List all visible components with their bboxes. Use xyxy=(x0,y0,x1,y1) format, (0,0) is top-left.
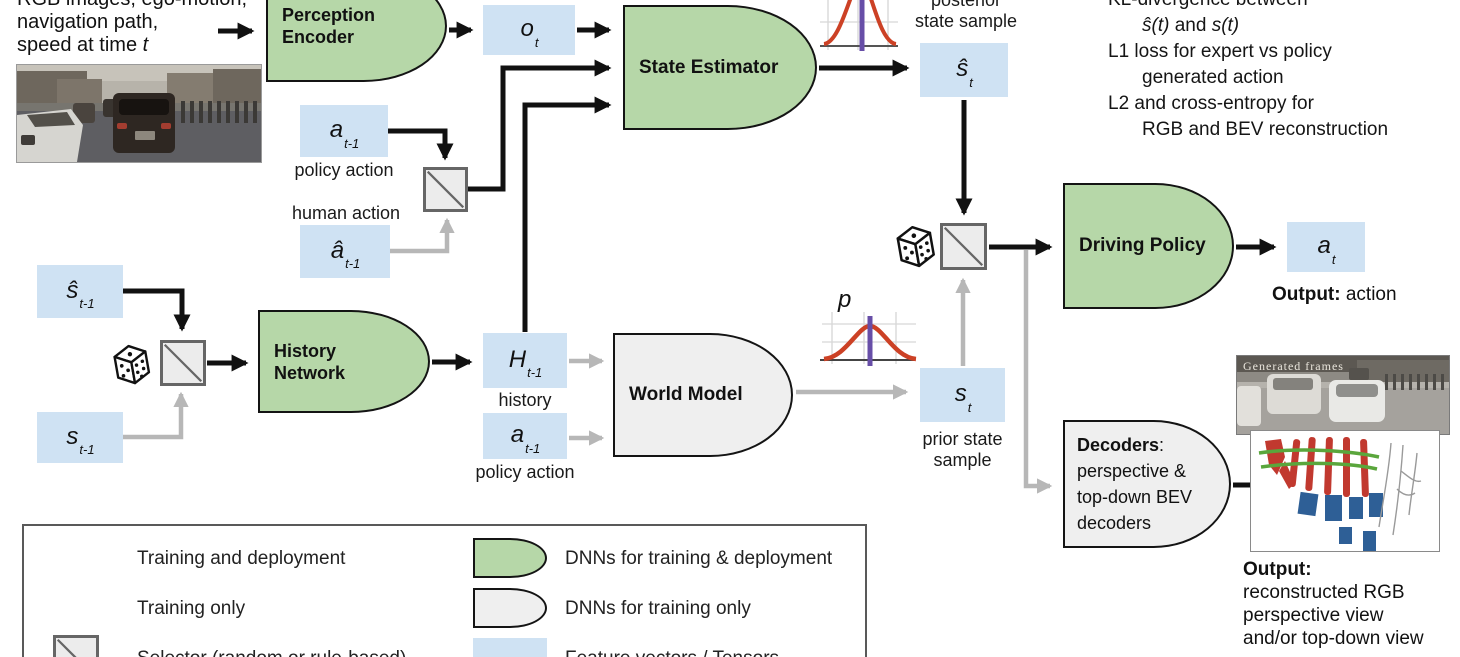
legend-label-tensor: Feature vectors / Tensors xyxy=(565,648,779,657)
input-description-line1: RGB images, ego-motion, xyxy=(17,0,247,11)
legend-label-dnn-both: DNNs for training & deployment xyxy=(565,548,833,569)
posterior-distribution-plot xyxy=(820,0,898,51)
output-action-label: Output: action xyxy=(1272,284,1397,305)
prior-distribution-symbol: p xyxy=(838,286,852,313)
caption-policy-action-bottom: policy action xyxy=(475,462,575,482)
legend-tensor-icon xyxy=(473,638,547,657)
world-model-label: World Model xyxy=(629,384,743,405)
loss-line-kl: KL-divergence between xyxy=(1108,0,1388,13)
driving-policy-label: Driving Policy xyxy=(1079,235,1206,256)
camera-input-scene xyxy=(17,65,261,162)
arrow-aprev-to-selector1 xyxy=(388,128,454,161)
selector-diagonal xyxy=(943,226,984,267)
output-reconstruction-label: Output: reconstructed RGB perspective vi… xyxy=(1243,559,1424,649)
bev-reconstruction-image xyxy=(1250,430,1440,552)
tensor-shatt: ŝt xyxy=(920,43,1008,97)
caption-human-action: human action xyxy=(291,203,401,223)
tensor-sprev: st-1 xyxy=(37,412,123,463)
decoders-label: Decoders: perspective & top-down BEV dec… xyxy=(1077,435,1193,533)
selector-action xyxy=(423,167,468,212)
loss-line-l2b: RGB and BEV reconstruction xyxy=(1142,119,1389,140)
selector-diagonal xyxy=(56,638,77,657)
state-estimator-label: State Estimator xyxy=(639,56,779,78)
generated-frames-image: Generated frames xyxy=(1236,355,1450,435)
camera-input-image xyxy=(16,64,262,163)
arrow-sprev-to-selector3 xyxy=(123,391,189,440)
legend-label-dnn-training: DNNs for training only xyxy=(565,598,751,619)
input-description-line3: speed at time t xyxy=(17,34,149,56)
loss-line-l1b: generated action xyxy=(1142,67,1284,88)
arrow-state-to-decoders xyxy=(1023,250,1053,494)
selector-history-state xyxy=(160,340,206,386)
caption-prior-state-sample: prior state sample xyxy=(922,429,1003,470)
generated-frames-scene xyxy=(1237,356,1449,434)
tensor-st: st xyxy=(920,368,1005,422)
input-description: RGB images, ego-motion, navigation path,… xyxy=(17,0,247,57)
prior-distribution-plot xyxy=(820,312,917,366)
perception-encoder-block: Perception Encoder xyxy=(266,0,447,82)
history-network-label: History Network xyxy=(274,340,346,383)
losses-text: KL-divergence between ŝ(t) and s(t) L1 l… xyxy=(1108,0,1388,143)
posterior-sample-label: posterior state sample xyxy=(914,0,1018,31)
tensor-shatprev: ŝt-1 xyxy=(37,265,123,318)
input-description-line2: navigation path, xyxy=(17,11,159,33)
tensor-ahatprev: ât-1 xyxy=(300,225,390,278)
arrow-hprev-to-state-estimator xyxy=(522,96,612,332)
loss-line-l2: L2 and cross-entropy for xyxy=(1108,93,1314,114)
perception-encoder-label: Perception Encoder xyxy=(282,5,376,47)
arrow-ahatprev-to-selector1 xyxy=(390,217,455,254)
bev-map xyxy=(1258,437,1422,551)
loss-line-l1: L1 loss for expert vs policy xyxy=(1108,41,1332,62)
arrow-selector1-to-state-estimator xyxy=(468,59,612,192)
selector-diagonal xyxy=(163,343,203,383)
state-estimator-block: State Estimator xyxy=(623,5,817,130)
legend-selector-icon xyxy=(53,635,99,657)
dice-icon-policy xyxy=(896,225,935,268)
decoders-block: Decoders: perspective & top-down BEV dec… xyxy=(1063,420,1231,548)
world-model-block: World Model xyxy=(613,333,793,457)
dice-icon-history xyxy=(113,344,151,385)
caption-history: history xyxy=(498,390,552,410)
legend-label-training-deployment: Training and deployment xyxy=(137,548,346,569)
arrow-shatprev-to-selector3 xyxy=(123,288,191,332)
generated-frames-label: Generated frames xyxy=(1243,359,1344,373)
tensor-aprev2: at-1 xyxy=(483,413,567,459)
history-network-block: History Network xyxy=(258,310,430,413)
legend-gray-dnn-icon xyxy=(473,588,547,628)
driving-policy-block: Driving Policy xyxy=(1063,183,1234,309)
selector-diagonal xyxy=(426,170,465,209)
legend-label-selector: Selector (random or rule-based) xyxy=(137,648,406,657)
caption-policy-action-top: policy action xyxy=(294,160,394,180)
legend-label-training-only: Training only xyxy=(137,598,246,619)
tensor-ot: ot xyxy=(483,5,575,55)
legend-green-dnn-icon xyxy=(473,538,547,578)
tensor-aprev-policy: at-1 xyxy=(300,105,388,157)
legend-box xyxy=(22,524,867,657)
tensor-at: at xyxy=(1287,222,1365,272)
loss-line-kl2: ŝ(t) and s(t) xyxy=(1142,15,1240,36)
selector-state xyxy=(940,223,987,270)
tensor-hprev: Ht-1 xyxy=(483,333,567,388)
